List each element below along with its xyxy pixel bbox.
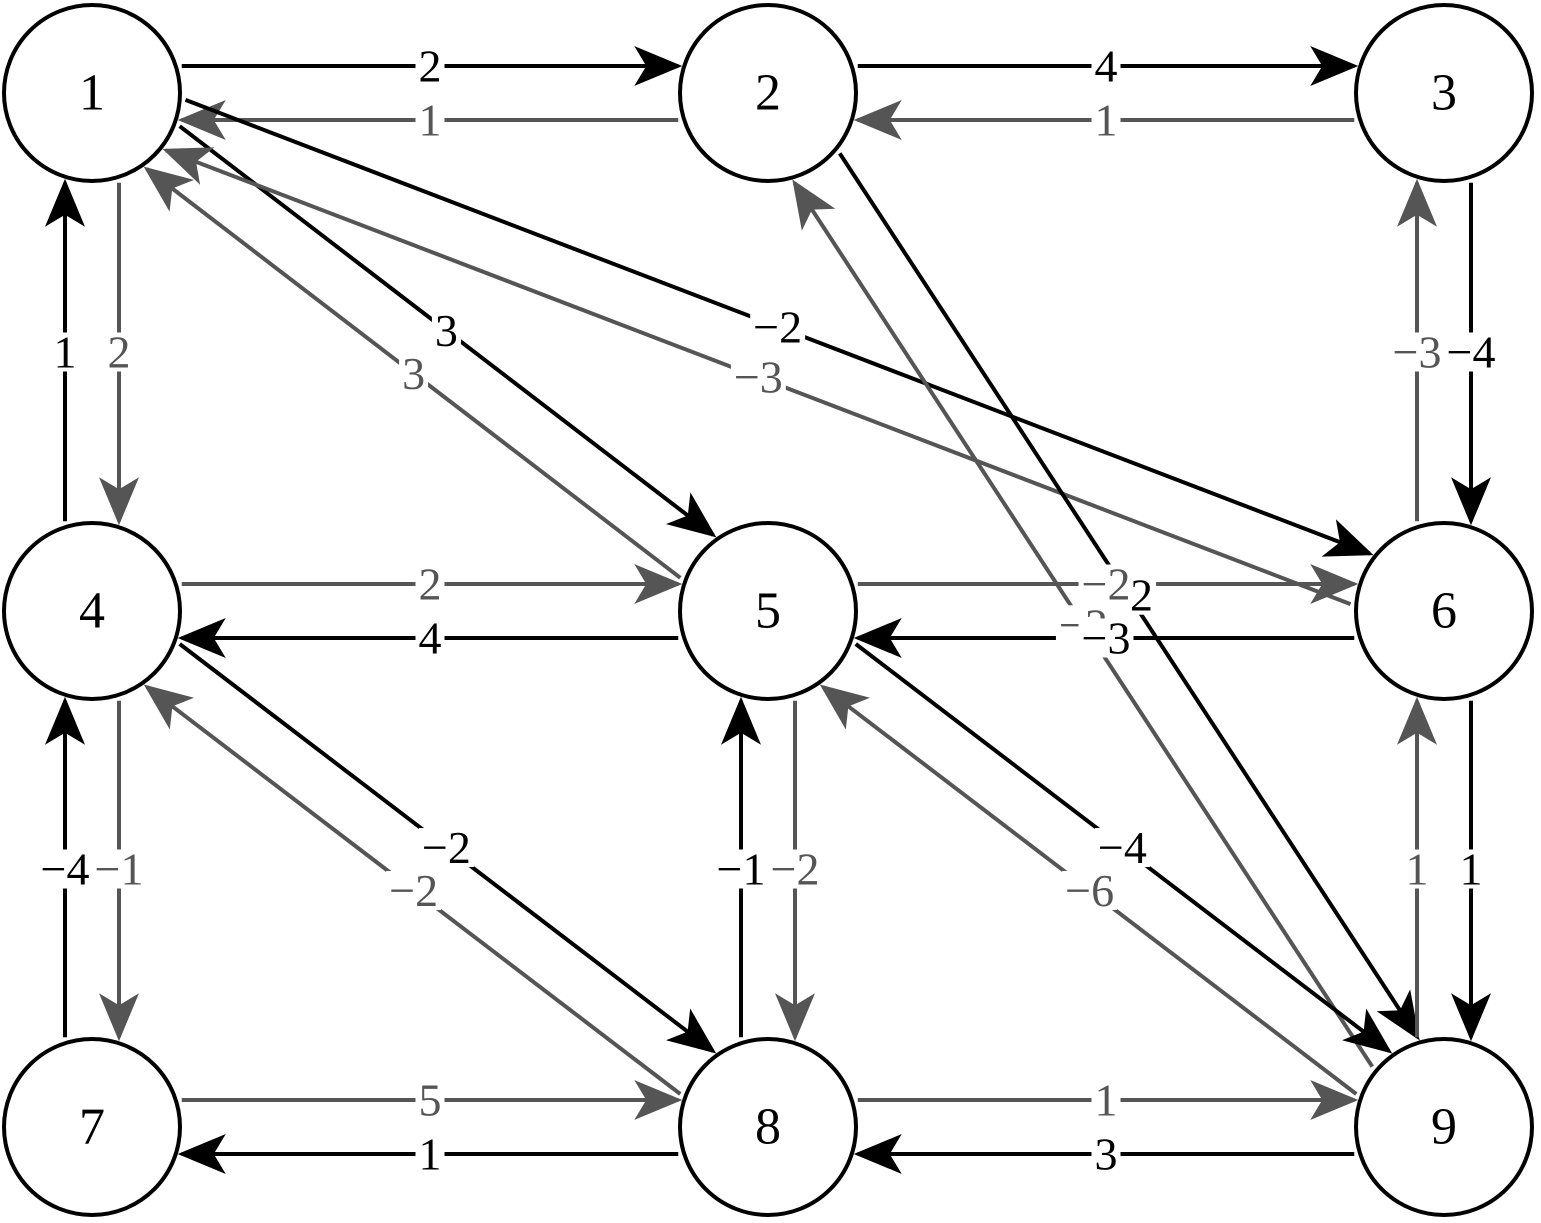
edge-weight-5-to-8: −2: [771, 844, 820, 895]
edge-weight-background: [767, 849, 823, 889]
edge-weight-3-to-6: −4: [1447, 327, 1496, 378]
edge-weight-1-to-2: 2: [419, 41, 442, 92]
node-circle: [678, 521, 858, 701]
edge-weight-background: [431, 311, 461, 351]
edge-weight-background: [1078, 564, 1134, 604]
edge-weight-background: [730, 357, 786, 397]
edge-weight-7-to-8: 5: [419, 1075, 442, 1126]
edge-weight-5-to-4: 4: [419, 613, 442, 664]
node-label: 8: [755, 1099, 781, 1156]
edge-weight-8-to-5: −1: [717, 844, 766, 895]
edge-weight-background: [1062, 870, 1118, 910]
node-2: 2: [678, 3, 858, 183]
edge-weight-background: [750, 307, 806, 347]
node-label: 7: [79, 1099, 105, 1156]
edge-weight-background: [415, 618, 445, 658]
node-label: 4: [79, 583, 105, 640]
node-circle: [1354, 1037, 1534, 1217]
edge-weight-9-to-5: −6: [1065, 865, 1114, 916]
edge-weight-background: [1443, 332, 1499, 372]
edge-weight-background: [37, 849, 93, 889]
edge-weight-1-to-5: 3: [435, 305, 458, 356]
node-circle: [1354, 521, 1534, 701]
edge-weight-4-to-1: 1: [54, 327, 77, 378]
edge-weight-background: [50, 332, 80, 372]
node-7: 7: [2, 1037, 182, 1217]
node-circle: [678, 3, 858, 183]
node-circle: [678, 1037, 858, 1217]
edge-weight-background: [386, 870, 442, 910]
edge-weight-background: [1091, 46, 1121, 86]
edge-weight-background: [1389, 332, 1445, 372]
edge-weight-2-to-1: 1: [419, 95, 442, 146]
node-label: 2: [755, 65, 781, 122]
edge-weight-background: [415, 46, 445, 86]
node-label: 5: [755, 583, 781, 640]
edge-weight-background: [1091, 1134, 1121, 1174]
edge-weight-3-to-2: 1: [1095, 95, 1118, 146]
edge-weight-9-to-8: 3: [1095, 1129, 1118, 1180]
edge-weight-2-to-3: 4: [1095, 41, 1118, 92]
edge-weight-6-to-3: −3: [1393, 327, 1442, 378]
edge-weight-6-to-9: 1: [1460, 844, 1483, 895]
edge-weight-8-to-4: −2: [389, 865, 438, 916]
node-label: 3: [1431, 65, 1457, 122]
edge-weight-background: [415, 100, 445, 140]
edge-weight-8-to-7: 1: [419, 1129, 442, 1180]
edge-weight-background: [415, 1134, 445, 1174]
edge-weight-4-to-7: −1: [95, 844, 144, 895]
edge-weight-5-to-6: −2: [1082, 559, 1131, 610]
node-9: 9: [1354, 1037, 1534, 1217]
edge-weight-background: [1091, 1080, 1121, 1120]
node-circle: [1354, 3, 1534, 183]
node-5: 5: [678, 521, 858, 701]
edge-weight-6-to-5: −3: [1082, 613, 1131, 664]
edge-weight-background: [399, 353, 429, 393]
edge-weight-8-to-9: 1: [1095, 1075, 1118, 1126]
edge-weight-background: [415, 564, 445, 604]
edge-weight-7-to-4: −4: [41, 844, 90, 895]
edge-weight-4-to-8: −2: [422, 822, 471, 873]
edge-weight-background: [415, 1080, 445, 1120]
edge-weight-background: [1456, 849, 1486, 889]
node-circle: [2, 3, 182, 183]
node-circle: [2, 1037, 182, 1217]
edge-weight-background: [418, 828, 474, 868]
node-label: 1: [79, 65, 105, 122]
edge-weight-9-to-6: 1: [1406, 844, 1429, 895]
node-circle: [2, 521, 182, 701]
edge-weight-4-to-5: 2: [419, 559, 442, 610]
node-label: 6: [1431, 583, 1457, 640]
edge-weight-5-to-1: 3: [402, 348, 425, 399]
node-1: 1: [2, 3, 182, 183]
node-6: 6: [1354, 521, 1534, 701]
edge-weight-background: [1091, 100, 1121, 140]
edge-weight-background: [1078, 618, 1134, 658]
edge-weight-background: [104, 332, 134, 372]
edge-weight-1-to-6: −2: [753, 301, 802, 352]
edge-weight-background: [91, 849, 147, 889]
edge-labels-layer: 214112−3−433−2−3−2−324−2−3−4−1−1−211−2−2…: [37, 41, 1499, 1180]
node-8: 8: [678, 1037, 858, 1217]
node-3: 3: [1354, 3, 1534, 183]
edge-weight-1-to-4: 2: [108, 327, 131, 378]
edge-weight-background: [1402, 849, 1432, 889]
edge-weight-5-to-9: −4: [1098, 822, 1147, 873]
edge-weight-background: [713, 849, 769, 889]
edge-weight-6-to-1: −3: [734, 352, 783, 403]
node-label: 9: [1431, 1099, 1457, 1156]
edge-weight-background: [1094, 828, 1150, 868]
node-4: 4: [2, 521, 182, 701]
